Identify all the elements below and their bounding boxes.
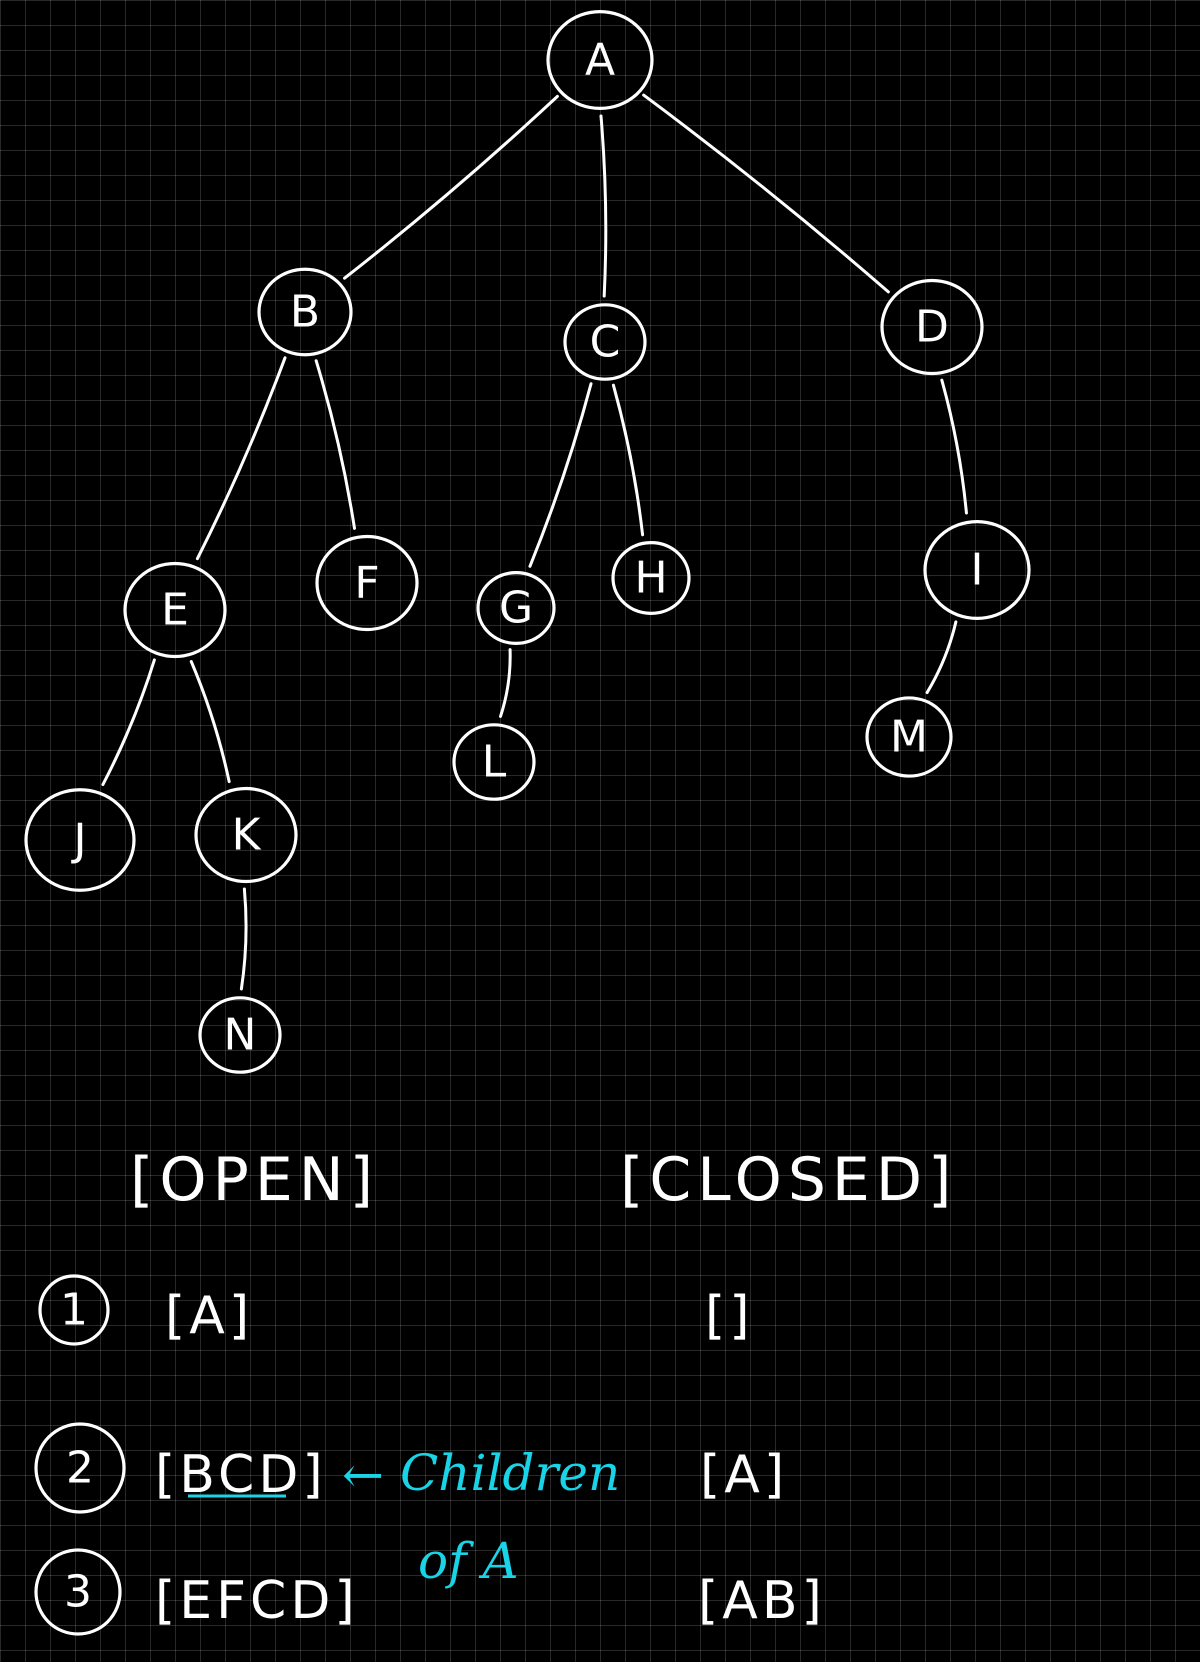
edge-e-k (189, 659, 231, 784)
node-label: E (161, 585, 189, 636)
step-number: 1 (60, 1285, 88, 1336)
edge-b-f (314, 359, 357, 530)
node-circle (563, 303, 647, 381)
edge-g-l (499, 648, 512, 718)
tree-node-d: D (880, 278, 984, 376)
node-circle (865, 696, 953, 778)
edge-i-m (925, 620, 958, 695)
node-circle (611, 541, 691, 615)
edge-e-j (101, 658, 156, 787)
closed-list: [AB] (698, 1571, 826, 1631)
closed-list: [] (705, 1286, 754, 1346)
node-circle (546, 10, 654, 110)
annotation-line-2: of A (418, 1532, 519, 1590)
children-annotation: ← Children of A (342, 1444, 620, 1590)
node-label: J (71, 815, 87, 866)
node-label: M (890, 712, 928, 763)
edge-c-g (528, 382, 593, 568)
closed-header: [CLOSED] (620, 1145, 957, 1215)
node-circle (24, 788, 136, 892)
tree-node-e: E (123, 561, 227, 659)
node-label: F (354, 558, 379, 609)
tree-node-k: K (194, 786, 298, 884)
node-circle (257, 267, 353, 357)
edge-c-h (611, 383, 645, 537)
step-circle (34, 1548, 122, 1636)
table-row: 3 [EFCD] [AB] (34, 1548, 826, 1636)
step-number: 2 (66, 1443, 94, 1494)
node-circle (452, 723, 536, 801)
open-list: [EFCD] (155, 1571, 359, 1631)
open-list: [A] (165, 1286, 253, 1346)
tree-node-g: G (476, 571, 556, 645)
edge-a-d (642, 93, 890, 294)
tree-node-f: F (315, 534, 419, 632)
node-label: G (499, 583, 533, 634)
tree-node-l: L (452, 723, 536, 801)
node-label: A (585, 35, 615, 86)
tree-node-n: N (198, 996, 282, 1074)
node-label: H (634, 553, 667, 604)
node-label: L (482, 737, 507, 788)
tree-node-h: H (611, 541, 691, 615)
node-circle (880, 278, 984, 376)
table-row: 2 [BCD] [A] (34, 1422, 788, 1514)
node-label: D (915, 302, 949, 353)
node-label: B (290, 287, 320, 338)
node-circle (123, 561, 227, 659)
edge-a-b (343, 94, 559, 280)
closed-list: [A] (700, 1445, 788, 1505)
node-circle (923, 520, 1031, 620)
node-label: I (971, 545, 984, 596)
node-label: K (232, 810, 262, 861)
edge-d-i (940, 378, 968, 515)
tree-node-j: J (24, 788, 136, 892)
edge-b-e (195, 356, 287, 561)
tree-node-b: B (257, 267, 353, 357)
node-label: N (224, 1010, 257, 1061)
tree-edges (101, 93, 968, 991)
step-circle (34, 1422, 126, 1514)
open-header: [OPEN] (130, 1145, 379, 1215)
edge-a-c (599, 114, 608, 298)
tree-nodes: A B C D E F G H I J K L M N (24, 10, 1031, 1074)
tree-node-c: C (563, 303, 647, 381)
node-circle (198, 996, 282, 1074)
node-circle (315, 534, 419, 632)
node-circle (476, 571, 556, 645)
step-number: 3 (64, 1567, 92, 1618)
table-row: 1 [A] [] (38, 1274, 754, 1346)
tree-node-m: M (865, 696, 953, 778)
tree-node-a: A (546, 10, 654, 110)
edge-k-n (239, 887, 248, 991)
tree-node-i: I (923, 520, 1031, 620)
annotation-arrow: ← (342, 1446, 384, 1504)
node-circle (194, 786, 298, 884)
annotation-line-1: Children (400, 1444, 620, 1502)
node-label: C (590, 317, 621, 368)
step-circle (38, 1274, 110, 1346)
